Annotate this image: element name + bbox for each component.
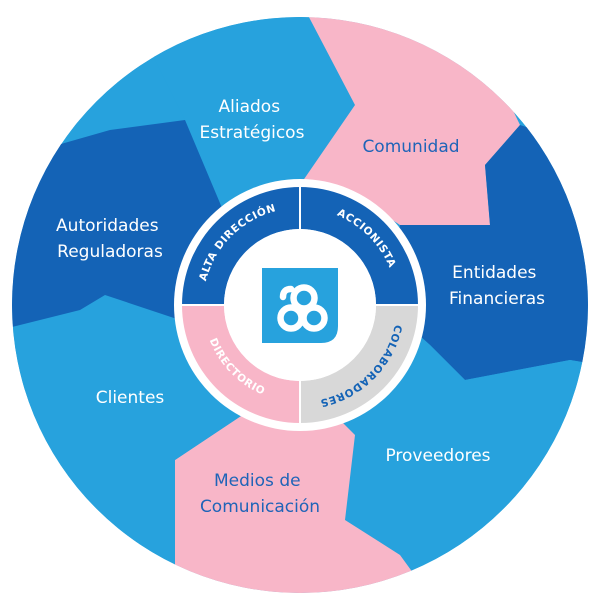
segment-autoridades-reguladoras — [12, 120, 225, 330]
label-entidades-financieras: Entidades Financieras — [449, 263, 545, 309]
quadrant-directorio — [182, 305, 300, 423]
segment-aliados-estrategicos — [140, 17, 355, 215]
segment-entidades-financieras — [385, 125, 588, 380]
label-comunidad: Comunidad — [362, 137, 459, 157]
label-autoridades-reguladoras: Autoridades Reguladoras — [56, 216, 164, 262]
quadrant-colaboradores — [300, 305, 418, 423]
label-clientes: Clientes — [96, 388, 165, 408]
company-logo-icon — [262, 268, 338, 343]
segment-medios-de-comunicacion — [175, 410, 440, 593]
label-proveedores: Proveedores — [385, 446, 490, 466]
label-medios-de-comunicacion: Medios de Comunicación — [200, 471, 320, 517]
quadrant-alta-direccion — [182, 187, 300, 305]
outer-labels: Aliados Estratégicos Comunidad Entidades… — [56, 97, 545, 517]
quadrant-accionista — [300, 187, 418, 305]
label-aliados-estrategicos: Aliados Estratégicos — [200, 97, 305, 143]
